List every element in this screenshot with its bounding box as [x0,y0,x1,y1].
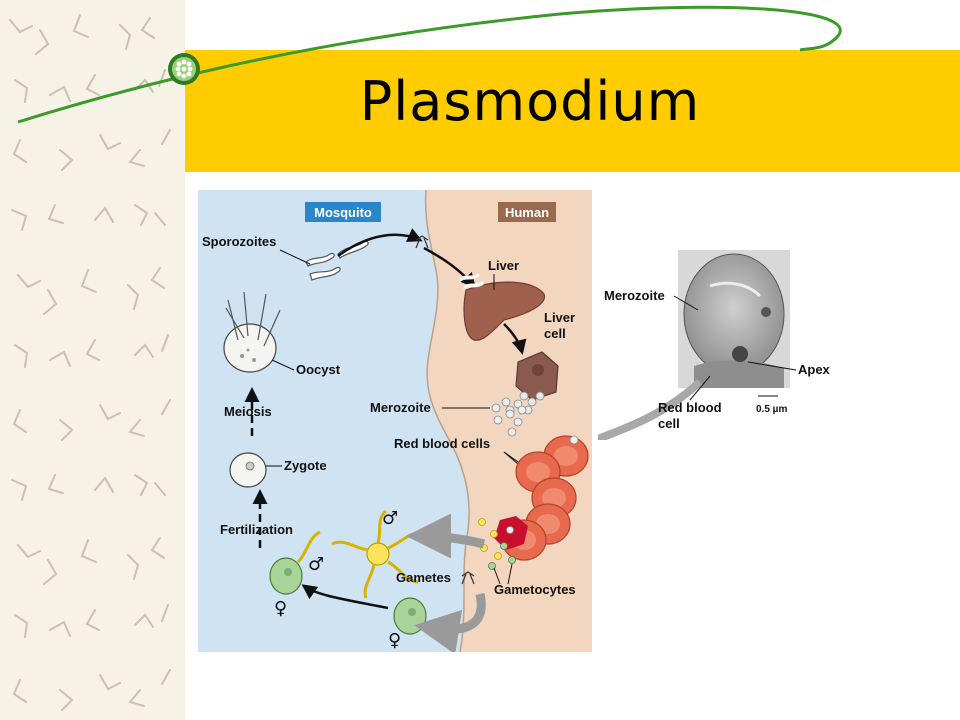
human-badge [498,202,556,222]
mosquito-badge [305,202,381,222]
male-symbol-2: ♂ [308,554,324,575]
zygote-illustration [229,452,267,488]
human-label: Human [505,205,549,220]
liver-illustration [463,281,546,341]
female-gamete-illustration [269,557,303,595]
rbc-label-line2: cell [658,416,680,431]
mosquito-icon [415,235,429,249]
title-bullet-icon [168,53,200,85]
gametocytes-illustration [478,518,516,570]
mosquito-label: Mosquito [314,205,372,220]
male-gamete-illustration [331,509,419,599]
decorative-pattern [0,0,185,720]
sporozoites-illustration [305,240,369,281]
rbc-label-line1: Red blood [658,400,722,415]
micrograph-merozoite-label: Merozoite [604,288,665,303]
oocyst-illustration [223,291,281,373]
male-symbol: ♂ [382,508,398,529]
lifecycle-diagram: Mosquito Human Sporozoites Oocyst Meiosi… [198,190,592,652]
merozoite-label: Merozoite [370,400,431,415]
female-symbol: ♀ [274,598,287,619]
female-gamete-illustration-2 [393,597,427,635]
fertilization-label: Fertilization [220,522,293,537]
sporozoites-label: Sporozoites [202,234,276,249]
scale-bar-label: 0.5 µm [756,404,787,415]
mosquito-icon-2 [461,571,475,585]
red-blood-cells-label: Red blood cells [394,436,490,451]
gametes-label: Gametes [396,570,451,585]
female-symbol-2: ♀ [388,630,401,651]
slide-title: Plasmodium [359,70,701,133]
liver-label: Liver [488,258,519,273]
gametocytes-label: Gametocytes [494,582,576,597]
apex-label: Apex [798,362,831,377]
red-blood-cells-illustration [494,435,589,561]
merozoite-micrograph: Merozoite Apex Red blood cell 0.5 µm [598,250,831,440]
merozoites-illustration [491,397,527,437]
meiosis-label: Meiosis [224,404,272,419]
liver-cell-label-line1: Liver [544,310,575,325]
liver-cell-label-line2: cell [544,326,566,341]
oocyst-label: Oocyst [296,362,341,377]
zygote-label: Zygote [284,458,327,473]
